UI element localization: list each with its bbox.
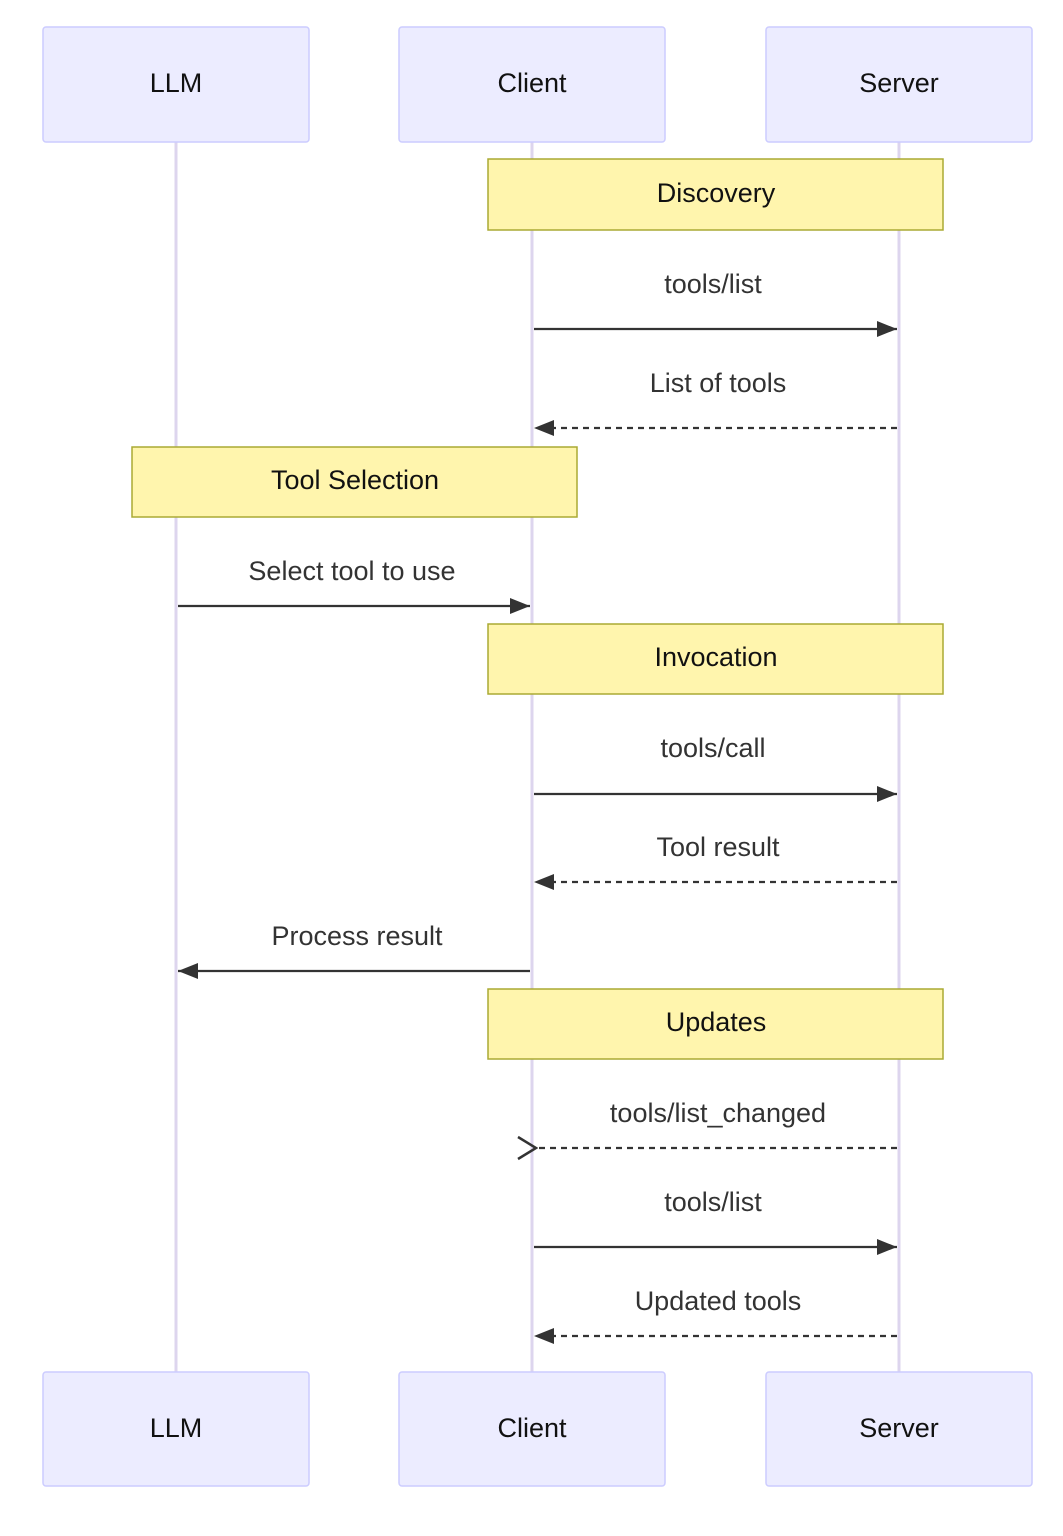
message-label-tools-list-changed: tools/list_changed [610, 1098, 826, 1128]
note-tool-selection-label: Tool Selection [271, 465, 439, 495]
note-updates: Updates [487, 988, 944, 1060]
message-label-process-result: Process result [271, 921, 443, 951]
actor-client-bottom: Client [398, 1371, 666, 1487]
message-label-select-tool: Select tool to use [248, 556, 455, 586]
actor-client-top-label: Client [497, 68, 567, 98]
note-invocation: Invocation [487, 623, 944, 695]
message-label-tools-list-2: tools/list [664, 1187, 762, 1217]
note-updates-label: Updates [666, 1007, 767, 1037]
actor-server-top: Server [765, 26, 1033, 143]
actor-server-top-label: Server [859, 68, 939, 98]
note-tool-selection: Tool Selection [131, 446, 578, 518]
message-label-tools-call: tools/call [660, 733, 765, 763]
actor-server-bottom: Server [765, 1371, 1033, 1487]
actor-client-bottom-label: Client [497, 1413, 567, 1443]
actor-llm-bottom-label: LLM [150, 1413, 203, 1443]
message-label-list-of-tools: List of tools [650, 368, 787, 398]
note-discovery-label: Discovery [657, 178, 776, 208]
note-invocation-label: Invocation [654, 642, 777, 672]
message-label-updated-tools: Updated tools [635, 1286, 802, 1316]
actor-llm-bottom: LLM [42, 1371, 310, 1487]
actor-server-bottom-label: Server [859, 1413, 939, 1443]
actor-client-top: Client [398, 26, 666, 143]
message-label-tools-list: tools/list [664, 269, 762, 299]
actor-llm-top: LLM [42, 26, 310, 143]
actor-llm-top-label: LLM [150, 68, 203, 98]
note-discovery: Discovery [487, 158, 944, 231]
message-label-tool-result: Tool result [656, 832, 780, 862]
